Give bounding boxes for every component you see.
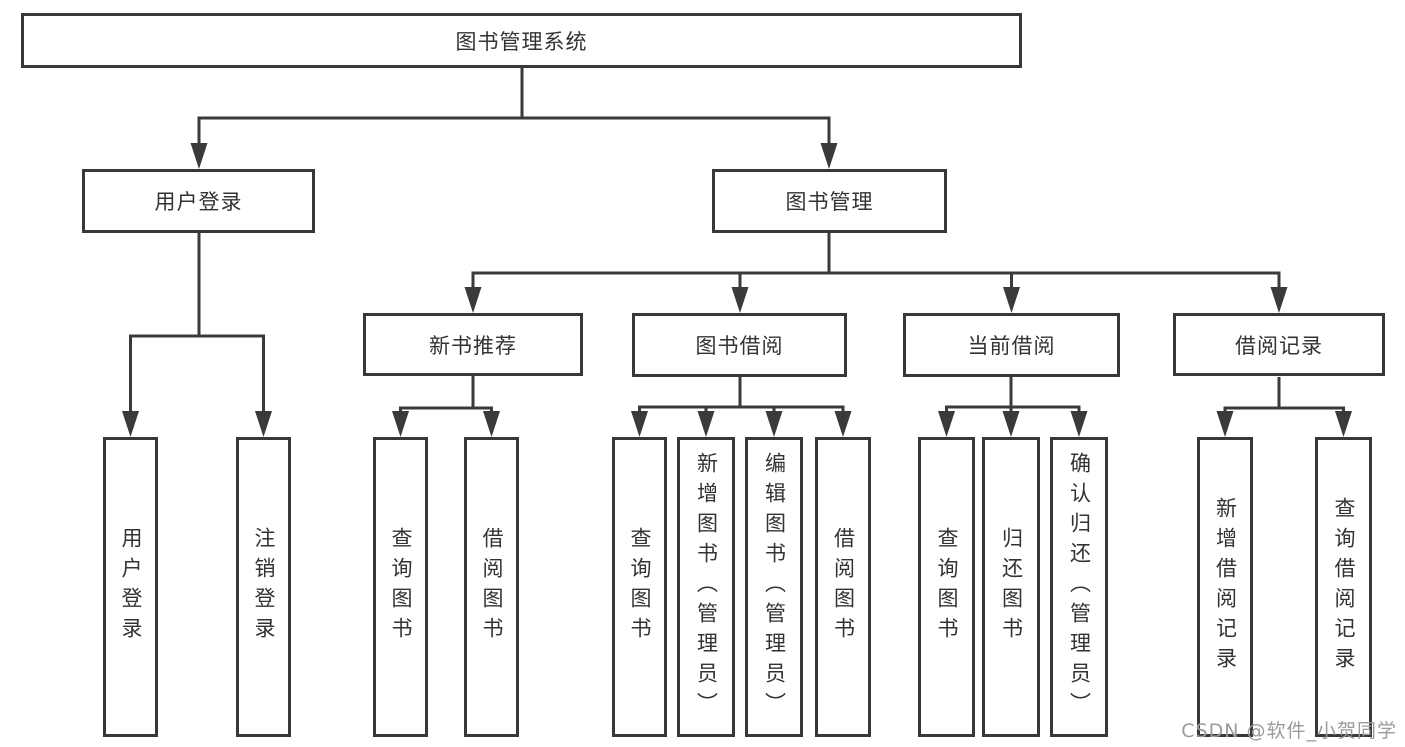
leaf-query-book-current: 查询图书: [918, 437, 975, 737]
node-book-borrowing-label: 图书借阅: [695, 334, 784, 358]
leaf-add-borrow-record: 新增借阅记录: [1197, 437, 1253, 737]
leaf-edit-book-admin: 编辑图书（管理员）: [745, 437, 803, 737]
leaf-query-book-borrowing: 查询图书: [612, 437, 667, 737]
node-user-login: 用户登录: [82, 169, 315, 233]
node-borrow-records: 借阅记录: [1173, 313, 1385, 376]
node-borrow-records-label: 借阅记录: [1235, 333, 1323, 358]
node-user-login-label: 用户登录: [154, 190, 243, 214]
leaf-confirm-return-admin-label: 确认归还（管理员）: [1067, 452, 1092, 722]
leaf-query-book-recommend: 查询图书: [373, 437, 428, 737]
leaf-query-book-borrowing-label: 查询图书: [628, 527, 652, 647]
leaf-query-borrow-record-label: 查询借阅记录: [1332, 497, 1356, 677]
leaf-confirm-return-admin: 确认归还（管理员）: [1050, 437, 1108, 737]
node-book-borrowing: 图书借阅: [632, 313, 847, 377]
node-book-management-label: 图书管理: [785, 190, 874, 214]
leaf-return-book: 归还图书: [982, 437, 1040, 737]
leaf-user-login: 用户登录: [103, 437, 158, 737]
leaf-borrow-book: 借阅图书: [815, 437, 871, 737]
leaf-return-book-label: 归还图书: [999, 527, 1024, 647]
leaf-add-book-admin: 新增图书（管理员）: [677, 437, 735, 737]
node-root-label: 图书管理系统: [455, 29, 588, 54]
node-current-borrowing-label: 当前借阅: [967, 334, 1056, 358]
leaf-logout-label: 注销登录: [252, 527, 276, 647]
node-current-borrowing: 当前借阅: [903, 313, 1120, 377]
leaf-borrow-book-label: 借阅图书: [831, 527, 856, 647]
node-new-book-recommend-label: 新书推荐: [429, 333, 517, 358]
leaf-add-borrow-record-label: 新增借阅记录: [1213, 497, 1238, 677]
leaf-query-borrow-record: 查询借阅记录: [1315, 437, 1372, 737]
leaf-add-book-admin-label: 新增图书（管理员）: [694, 452, 719, 722]
leaf-user-login-label: 用户登录: [119, 527, 143, 647]
leaf-logout: 注销登录: [236, 437, 291, 737]
leaf-query-book-current-label: 查询图书: [935, 527, 959, 647]
node-new-book-recommend: 新书推荐: [363, 313, 583, 376]
leaf-edit-book-admin-label: 编辑图书（管理员）: [762, 452, 787, 722]
node-root: 图书管理系统: [21, 13, 1022, 68]
csdn-watermark: CSDN @软件_小贺同学: [1181, 720, 1397, 742]
leaf-query-book-recommend-label: 查询图书: [389, 527, 413, 647]
leaf-borrow-book-recommend-label: 借阅图书: [480, 527, 504, 647]
leaf-borrow-book-recommend: 借阅图书: [464, 437, 519, 737]
node-book-management: 图书管理: [712, 169, 947, 233]
